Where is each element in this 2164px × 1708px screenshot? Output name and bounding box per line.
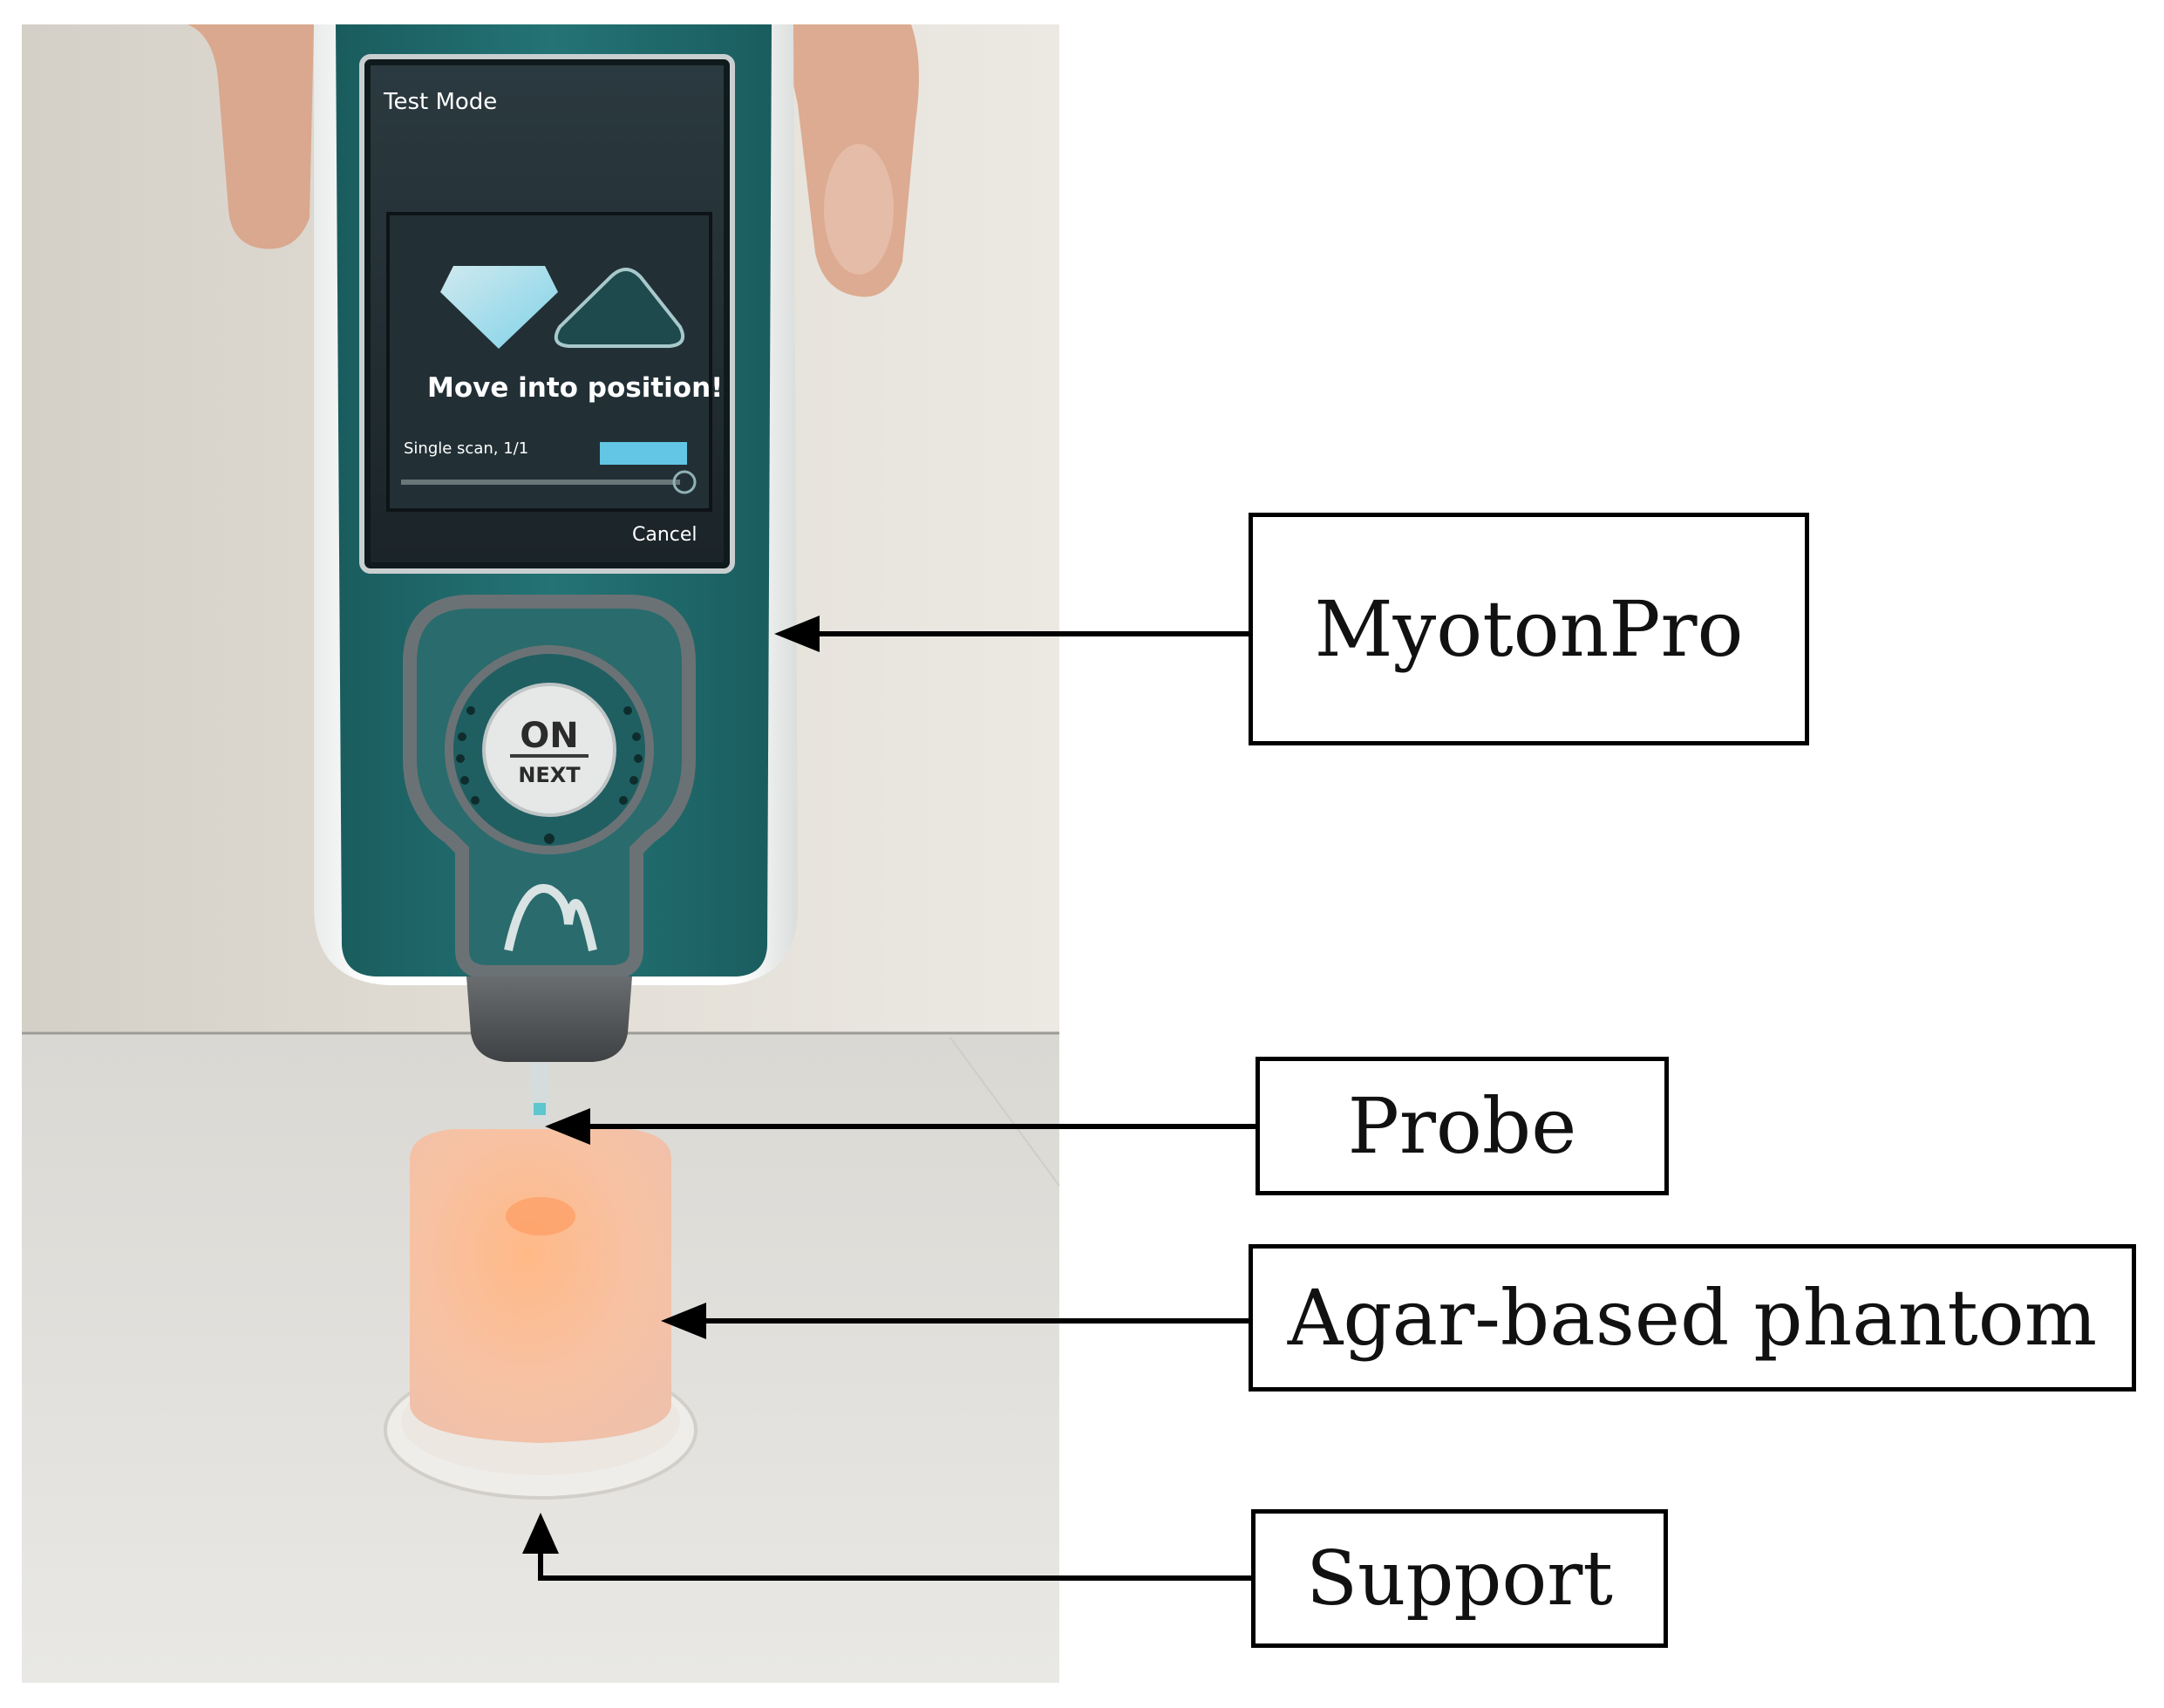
button-label-next: NEXT bbox=[518, 763, 581, 787]
label-probe-text: Probe bbox=[1347, 1081, 1577, 1171]
diamond-icon bbox=[440, 266, 558, 349]
label-support: Support bbox=[1251, 1509, 1668, 1648]
myoton-logo-icon bbox=[504, 876, 597, 955]
label-myotonpro-text: MyotonPro bbox=[1314, 584, 1744, 674]
arrow-support bbox=[538, 1539, 1251, 1581]
scan-status-chip bbox=[600, 442, 687, 465]
hand-fingers bbox=[187, 24, 919, 297]
arrowhead-agar-phantom bbox=[661, 1303, 706, 1339]
label-agar-phantom: Agar-based phantom bbox=[1249, 1244, 2136, 1392]
screen-mode-title: Test Mode bbox=[383, 89, 497, 115]
arrowhead-myotonpro bbox=[774, 616, 820, 652]
agar-phantom bbox=[384, 1129, 698, 1500]
scan-progress-track bbox=[401, 480, 680, 485]
arrowhead-support bbox=[522, 1513, 559, 1554]
probe-housing bbox=[466, 976, 632, 1062]
screen-cancel-button[interactable]: Cancel bbox=[632, 524, 698, 546]
label-myotonpro: MyotonPro bbox=[1249, 513, 1809, 745]
button-label-on: ON bbox=[520, 716, 578, 756]
screen-instruction: Move into position! bbox=[427, 372, 723, 404]
on-next-button bbox=[482, 683, 616, 817]
triangle-outline-icon bbox=[554, 268, 684, 348]
arrowhead-probe bbox=[545, 1108, 590, 1145]
label-agar-phantom-text: Agar-based phantom bbox=[1287, 1273, 2098, 1363]
screen-scan-info: Single scan, 1/1 bbox=[404, 439, 528, 458]
label-probe: Probe bbox=[1256, 1057, 1669, 1195]
label-support-text: Support bbox=[1306, 1534, 1613, 1623]
myotonpro-device bbox=[314, 24, 798, 1123]
ring-dots bbox=[456, 706, 643, 844]
